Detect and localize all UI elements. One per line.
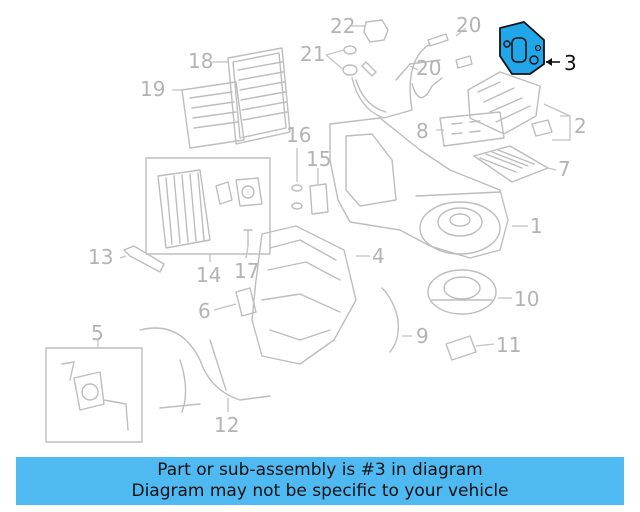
- part-2-actuators: [467, 71, 553, 137]
- banner-line-2: Diagram may not be specific to your vehi…: [131, 481, 509, 501]
- callout-21: 21: [300, 42, 325, 66]
- part-5-assembly: [45, 347, 143, 443]
- callout-22: 22: [330, 14, 355, 38]
- leader-lines: [97, 25, 571, 412]
- callout-4: 4: [372, 244, 385, 268]
- callout-12: 12: [214, 413, 239, 437]
- part-15-16-items: [291, 183, 329, 215]
- callout-13: 13: [88, 245, 113, 269]
- callout-11: 11: [496, 333, 521, 357]
- callout-9: 9: [416, 324, 429, 348]
- part-19-heater-core: [181, 81, 245, 149]
- part-6-bracket: [235, 287, 257, 317]
- callout-2: 2: [574, 114, 587, 138]
- part-21-fittings: [342, 45, 377, 77]
- part-9-hose: [381, 287, 400, 353]
- part-7-cabin-filter: [473, 145, 549, 183]
- part-10-blower-motor: [427, 269, 497, 315]
- parts-diagram: 1 2 3 4 5 6 7 8 9 10 11 12 13 14 15 16 1…: [45, 13, 587, 443]
- info-banner: Part or sub-assembly is #3 in diagram Di…: [16, 457, 624, 505]
- callout-14: 14: [196, 263, 221, 287]
- callout-8: 8: [416, 119, 429, 143]
- part-17-screw: [243, 229, 253, 247]
- callout-18: 18: [188, 49, 213, 73]
- part-22: [363, 19, 389, 43]
- callout-7: 7: [558, 157, 571, 181]
- callout-3: 3: [564, 51, 577, 75]
- callout-1: 1: [530, 214, 543, 238]
- callout-17: 17: [234, 259, 259, 283]
- part-1-hvac-housing: [329, 117, 509, 259]
- part-4-lower-housing: [251, 225, 357, 365]
- part-18-evaporator: [227, 47, 291, 145]
- callout-20-mid: 20: [416, 56, 441, 80]
- callout-6: 6: [198, 299, 211, 323]
- part-14-assembly: [145, 157, 271, 255]
- callout-15: 15: [306, 147, 331, 171]
- part-13-sensor: [123, 245, 165, 273]
- part-8-gasket: [439, 111, 505, 147]
- callout-19: 19: [140, 77, 165, 101]
- callout-16: 16: [286, 123, 311, 147]
- callout-20-top: 20: [456, 13, 481, 37]
- callout-5: 5: [91, 321, 104, 345]
- callout-labels: 1 2 3 4 5 6 7 8 9 10 11 12 13 14 15 16 1…: [88, 13, 587, 437]
- part-3-highlighted: [499, 21, 545, 75]
- banner-line-1: Part or sub-assembly is #3 in diagram: [157, 460, 483, 480]
- part-12-harness: [139, 327, 271, 413]
- part-20-pipes: [351, 33, 473, 119]
- callout-10: 10: [514, 287, 539, 311]
- part-11-resistor: [445, 335, 477, 361]
